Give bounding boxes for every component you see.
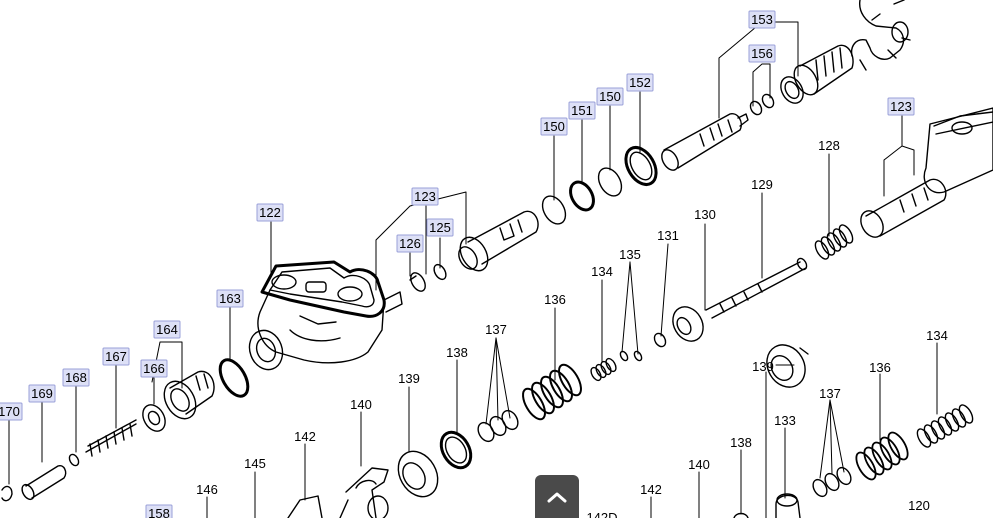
svg-text:145: 145 xyxy=(244,456,266,471)
svg-text:146: 146 xyxy=(196,482,218,497)
callout-169[interactable]: 169 xyxy=(28,384,56,403)
callout-142: 142 xyxy=(640,482,662,497)
svg-text:139: 139 xyxy=(398,371,420,386)
svg-text:142: 142 xyxy=(640,482,662,497)
svg-text:150: 150 xyxy=(599,89,621,104)
svg-text:140: 140 xyxy=(350,397,372,412)
callout-150[interactable]: 150 xyxy=(596,87,624,106)
callout-131: 131 xyxy=(657,228,679,243)
callout-135: 135 xyxy=(619,247,641,262)
svg-text:170: 170 xyxy=(0,404,20,419)
spring-128 xyxy=(814,224,854,260)
svg-text:142: 142 xyxy=(294,429,316,444)
svg-text:156: 156 xyxy=(751,46,773,61)
svg-text:138: 138 xyxy=(446,345,468,360)
callout-151[interactable]: 151 xyxy=(568,101,596,120)
svg-text:138: 138 xyxy=(730,435,752,450)
svg-text:123: 123 xyxy=(414,189,436,204)
callout-128: 128 xyxy=(818,138,840,153)
callout-166[interactable]: 166 xyxy=(140,359,168,378)
svg-text:137: 137 xyxy=(819,386,841,401)
callout-134: 134 xyxy=(591,264,613,279)
callout-158[interactable]: 158 xyxy=(145,504,173,523)
callout-137: 137 xyxy=(485,322,507,337)
svg-text:142D: 142D xyxy=(586,510,617,518)
callout-168[interactable]: 168 xyxy=(62,368,90,387)
callout-163[interactable]: 163 xyxy=(216,289,244,308)
callout-156[interactable]: 156 xyxy=(748,44,776,63)
callout-123[interactable]: 123 xyxy=(411,187,439,206)
callout-152[interactable]: 152 xyxy=(626,73,654,92)
spring-134a xyxy=(590,357,617,382)
svg-text:134: 134 xyxy=(926,328,948,343)
callout-136: 136 xyxy=(869,360,891,375)
svg-text:158: 158 xyxy=(148,506,170,518)
svg-text:135: 135 xyxy=(619,247,641,262)
svg-text:130: 130 xyxy=(694,207,716,222)
svg-text:125: 125 xyxy=(429,220,451,235)
callout-123[interactable]: 123 xyxy=(887,97,915,116)
callout-164[interactable]: 164 xyxy=(153,320,181,339)
callout-136: 136 xyxy=(544,292,566,307)
svg-text:164: 164 xyxy=(156,322,178,337)
spring-134b xyxy=(916,404,974,448)
svg-text:168: 168 xyxy=(65,370,87,385)
scroll-to-top-button[interactable] xyxy=(535,475,579,518)
callout-138: 138 xyxy=(446,345,468,360)
callout-145: 145 xyxy=(244,456,266,471)
svg-text:128: 128 xyxy=(818,138,840,153)
callout-137: 137 xyxy=(819,386,841,401)
leader-lines xyxy=(8,21,938,519)
svg-text:140: 140 xyxy=(688,457,710,472)
svg-text:133: 133 xyxy=(774,413,796,428)
callout-138: 138 xyxy=(730,435,752,450)
svg-text:139: 139 xyxy=(752,359,774,374)
svg-text:163: 163 xyxy=(219,291,241,306)
callout-170[interactable]: 170 xyxy=(0,402,23,421)
callout-125[interactable]: 125 xyxy=(426,218,454,237)
svg-text:120: 120 xyxy=(908,498,930,513)
callout-120: 120 xyxy=(908,498,930,513)
svg-text:136: 136 xyxy=(869,360,891,375)
svg-text:136: 136 xyxy=(544,292,566,307)
svg-text:152: 152 xyxy=(629,75,651,90)
svg-text:169: 169 xyxy=(31,386,53,401)
callout-130: 130 xyxy=(694,207,716,222)
spring-167 xyxy=(85,419,137,457)
svg-text:137: 137 xyxy=(485,322,507,337)
svg-text:134: 134 xyxy=(591,264,613,279)
callout-139: 139 xyxy=(752,359,774,374)
callout-122[interactable]: 122 xyxy=(256,203,284,222)
callout-126[interactable]: 126 xyxy=(396,234,424,253)
svg-text:122: 122 xyxy=(259,205,281,220)
svg-text:166: 166 xyxy=(143,361,165,376)
callout-133: 133 xyxy=(774,413,796,428)
callout-139: 139 xyxy=(398,371,420,386)
callout-142: 142 xyxy=(294,429,316,444)
svg-text:153: 153 xyxy=(751,12,773,27)
svg-text:151: 151 xyxy=(571,103,593,118)
callout-153[interactable]: 153 xyxy=(748,10,776,29)
callout-140: 140 xyxy=(688,457,710,472)
spring-136a xyxy=(522,363,582,421)
svg-text:150: 150 xyxy=(543,119,565,134)
svg-text:167: 167 xyxy=(105,349,127,364)
callout-129: 129 xyxy=(751,177,773,192)
svg-text:126: 126 xyxy=(399,236,421,251)
spring-136b xyxy=(855,431,909,481)
svg-text:131: 131 xyxy=(657,228,679,243)
callout-142d: 142D xyxy=(586,510,617,523)
callout-146: 146 xyxy=(196,482,218,497)
svg-text:123: 123 xyxy=(890,99,912,114)
callout-134: 134 xyxy=(926,328,948,343)
callout-167[interactable]: 167 xyxy=(102,347,130,366)
callout-150[interactable]: 150 xyxy=(540,117,568,136)
chevron-up-icon xyxy=(547,492,567,502)
callout-140: 140 xyxy=(350,397,372,412)
callout-labels: 153 156 123 152 150 151 150 128 129 123 … xyxy=(0,10,948,523)
svg-text:129: 129 xyxy=(751,177,773,192)
